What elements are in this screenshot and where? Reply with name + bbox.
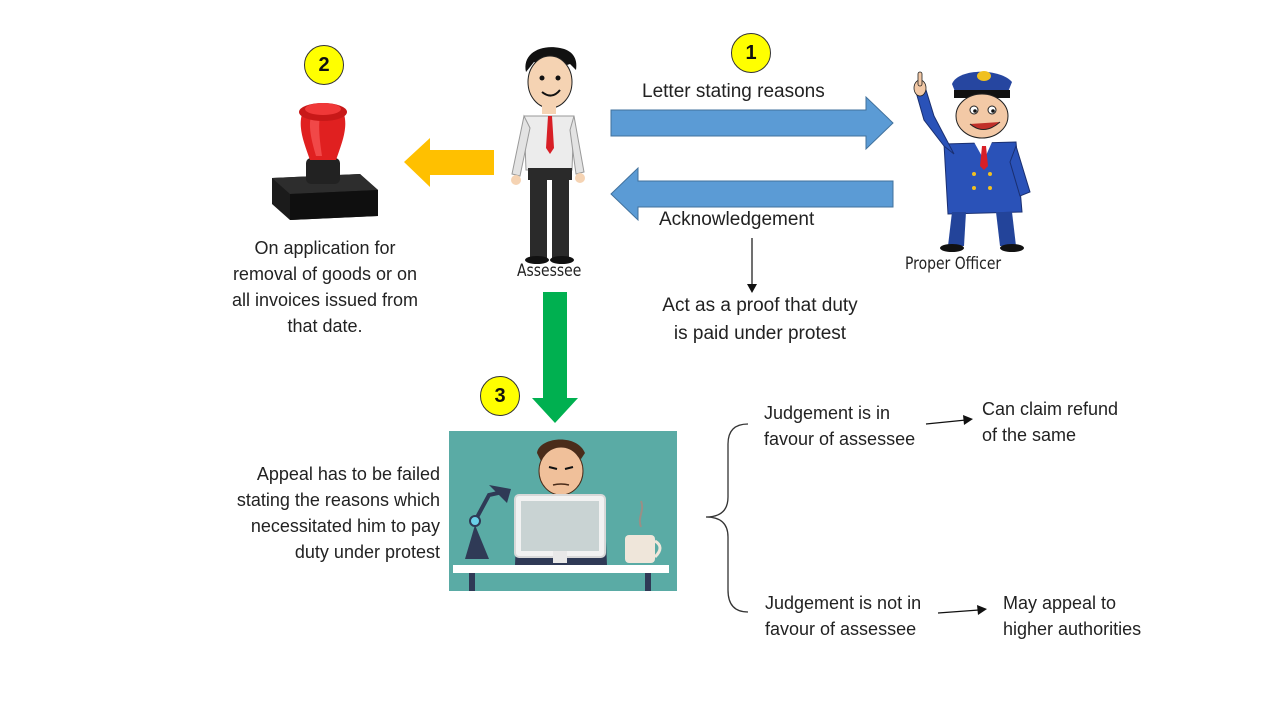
step-badge-1: 1 xyxy=(731,33,771,73)
assessee-label: Assessee xyxy=(517,261,582,281)
assessee-figure xyxy=(511,47,585,264)
step-badge-2: 2 xyxy=(304,45,344,85)
appeal-description: Appeal has to be failed stating the reas… xyxy=(236,464,440,562)
proper-officer-label: Proper Officer xyxy=(905,254,1002,274)
acknowledgement-label: Acknowledgement xyxy=(659,209,815,230)
proper-officer-figure xyxy=(913,71,1031,252)
rubber-stamp-image xyxy=(272,103,378,220)
step-badge-3: 3 xyxy=(480,376,520,416)
letter-label: Letter stating reasons xyxy=(642,81,825,102)
appeal-desk-scene xyxy=(449,431,677,591)
stamp-description: On application for removal of goods or o… xyxy=(231,238,419,336)
